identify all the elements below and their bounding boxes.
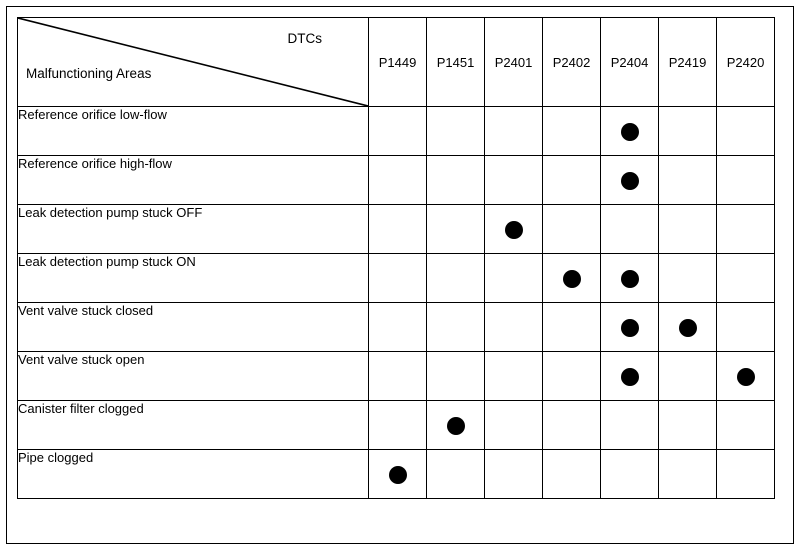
matrix-cell-p2419 xyxy=(658,155,717,205)
mark-dot-icon xyxy=(446,417,465,435)
matrix-cell-p2419 xyxy=(658,106,717,156)
matrix-cell-p2419 xyxy=(658,449,717,499)
column-header-p1451: P1451 xyxy=(426,17,485,107)
mark-dot-icon xyxy=(620,270,639,288)
matrix-cell-p2420 xyxy=(716,106,775,156)
matrix-cell-p1451 xyxy=(426,449,485,499)
mark-dot-icon xyxy=(562,270,581,288)
dtc-malfunction-matrix: DTCs Malfunctioning Areas P1449 P1451 P2… xyxy=(17,17,775,499)
column-header-p2404: P2404 xyxy=(600,17,659,107)
column-header-p2401: P2401 xyxy=(484,17,543,107)
mark-dot-icon xyxy=(736,368,755,386)
matrix-cell-p2419 xyxy=(658,253,717,303)
matrix-cell-p2404 xyxy=(600,302,659,352)
matrix-cell-p2401 xyxy=(484,155,543,205)
matrix-cell-p1451 xyxy=(426,400,485,450)
matrix-cell-p2420 xyxy=(716,400,775,450)
table-row: Pipe clogged xyxy=(17,449,775,499)
matrix-cell-p2420 xyxy=(716,449,775,499)
column-axis-label: DTCs xyxy=(287,31,323,46)
matrix-cell-p2419 xyxy=(658,400,717,450)
matrix-cell-p2402 xyxy=(542,155,601,205)
row-label: Reference orifice high-flow xyxy=(17,155,369,205)
matrix-cell-p2402 xyxy=(542,253,601,303)
matrix-cell-p2402 xyxy=(542,302,601,352)
matrix-cell-p1449 xyxy=(368,253,427,303)
matrix-cell-p2404 xyxy=(600,204,659,254)
matrix-cell-p1451 xyxy=(426,155,485,205)
matrix-cell-p1451 xyxy=(426,351,485,401)
matrix-cell-p2420 xyxy=(716,302,775,352)
matrix-cell-p2402 xyxy=(542,400,601,450)
matrix-cell-p1449 xyxy=(368,351,427,401)
matrix-cell-p2402 xyxy=(542,204,601,254)
mark-dot-icon xyxy=(620,319,639,337)
matrix-cell-p1449 xyxy=(368,106,427,156)
matrix-cell-p2404 xyxy=(600,106,659,156)
matrix-cell-p2419 xyxy=(658,204,717,254)
mark-dot-icon xyxy=(620,123,639,141)
matrix-cell-p2401 xyxy=(484,204,543,254)
matrix-cell-p1449 xyxy=(368,204,427,254)
matrix-cell-p2420 xyxy=(716,204,775,254)
matrix-cell-p1451 xyxy=(426,253,485,303)
mark-dot-icon xyxy=(620,172,639,190)
matrix-cell-p2402 xyxy=(542,351,601,401)
matrix-header-row: DTCs Malfunctioning Areas P1449 P1451 P2… xyxy=(17,17,775,107)
table-row: Leak detection pump stuck OFF xyxy=(17,204,775,254)
matrix-cell-p2419 xyxy=(658,351,717,401)
matrix-cell-p2420 xyxy=(716,253,775,303)
table-row: Leak detection pump stuck ON xyxy=(17,253,775,303)
page-frame: DTCs Malfunctioning Areas P1449 P1451 P2… xyxy=(6,6,794,544)
mark-dot-icon xyxy=(504,221,523,239)
matrix-cell-p2402 xyxy=(542,449,601,499)
matrix-cell-p1449 xyxy=(368,155,427,205)
row-label: Leak detection pump stuck OFF xyxy=(17,204,369,254)
matrix-cell-p2419 xyxy=(658,302,717,352)
row-label: Canister filter clogged xyxy=(17,400,369,450)
matrix-cell-p1449 xyxy=(368,400,427,450)
matrix-cell-p2420 xyxy=(716,351,775,401)
matrix-cell-p2401 xyxy=(484,253,543,303)
matrix-cell-p2402 xyxy=(542,106,601,156)
table-row: Canister filter clogged xyxy=(17,400,775,450)
table-row: Reference orifice high-flow xyxy=(17,155,775,205)
column-header-p2420: P2420 xyxy=(716,17,775,107)
row-label: Vent valve stuck closed xyxy=(17,302,369,352)
matrix-cell-p2404 xyxy=(600,351,659,401)
matrix-cell-p2401 xyxy=(484,449,543,499)
column-header-p1449: P1449 xyxy=(368,17,427,107)
table-row: Vent valve stuck closed xyxy=(17,302,775,352)
matrix-cell-p1449 xyxy=(368,302,427,352)
column-header-p2419: P2419 xyxy=(658,17,717,107)
table-row: Vent valve stuck open xyxy=(17,351,775,401)
matrix-cell-p1451 xyxy=(426,204,485,254)
matrix-cell-p1451 xyxy=(426,106,485,156)
mark-dot-icon xyxy=(620,368,639,386)
row-axis-label: Malfunctioning Areas xyxy=(26,66,152,81)
mark-dot-icon xyxy=(388,466,407,484)
matrix-cell-p2401 xyxy=(484,106,543,156)
matrix-cell-p1451 xyxy=(426,302,485,352)
matrix-cell-p2404 xyxy=(600,253,659,303)
matrix-cell-p2420 xyxy=(716,155,775,205)
matrix-cell-p2404 xyxy=(600,449,659,499)
row-label: Pipe clogged xyxy=(17,449,369,499)
row-label: Leak detection pump stuck ON xyxy=(17,253,369,303)
row-label: Vent valve stuck open xyxy=(17,351,369,401)
mark-dot-icon xyxy=(678,319,697,337)
row-label: Reference orifice low-flow xyxy=(17,106,369,156)
matrix-cell-p2404 xyxy=(600,155,659,205)
matrix-cell-p2401 xyxy=(484,351,543,401)
table-row: Reference orifice low-flow xyxy=(17,106,775,156)
matrix-cell-p2404 xyxy=(600,400,659,450)
matrix-cell-p2401 xyxy=(484,302,543,352)
matrix-cell-p1449 xyxy=(368,449,427,499)
matrix-corner-header: DTCs Malfunctioning Areas xyxy=(17,17,369,107)
matrix-cell-p2401 xyxy=(484,400,543,450)
column-header-p2402: P2402 xyxy=(542,17,601,107)
matrix-header: DTCs Malfunctioning Areas P1449 P1451 P2… xyxy=(17,17,775,107)
